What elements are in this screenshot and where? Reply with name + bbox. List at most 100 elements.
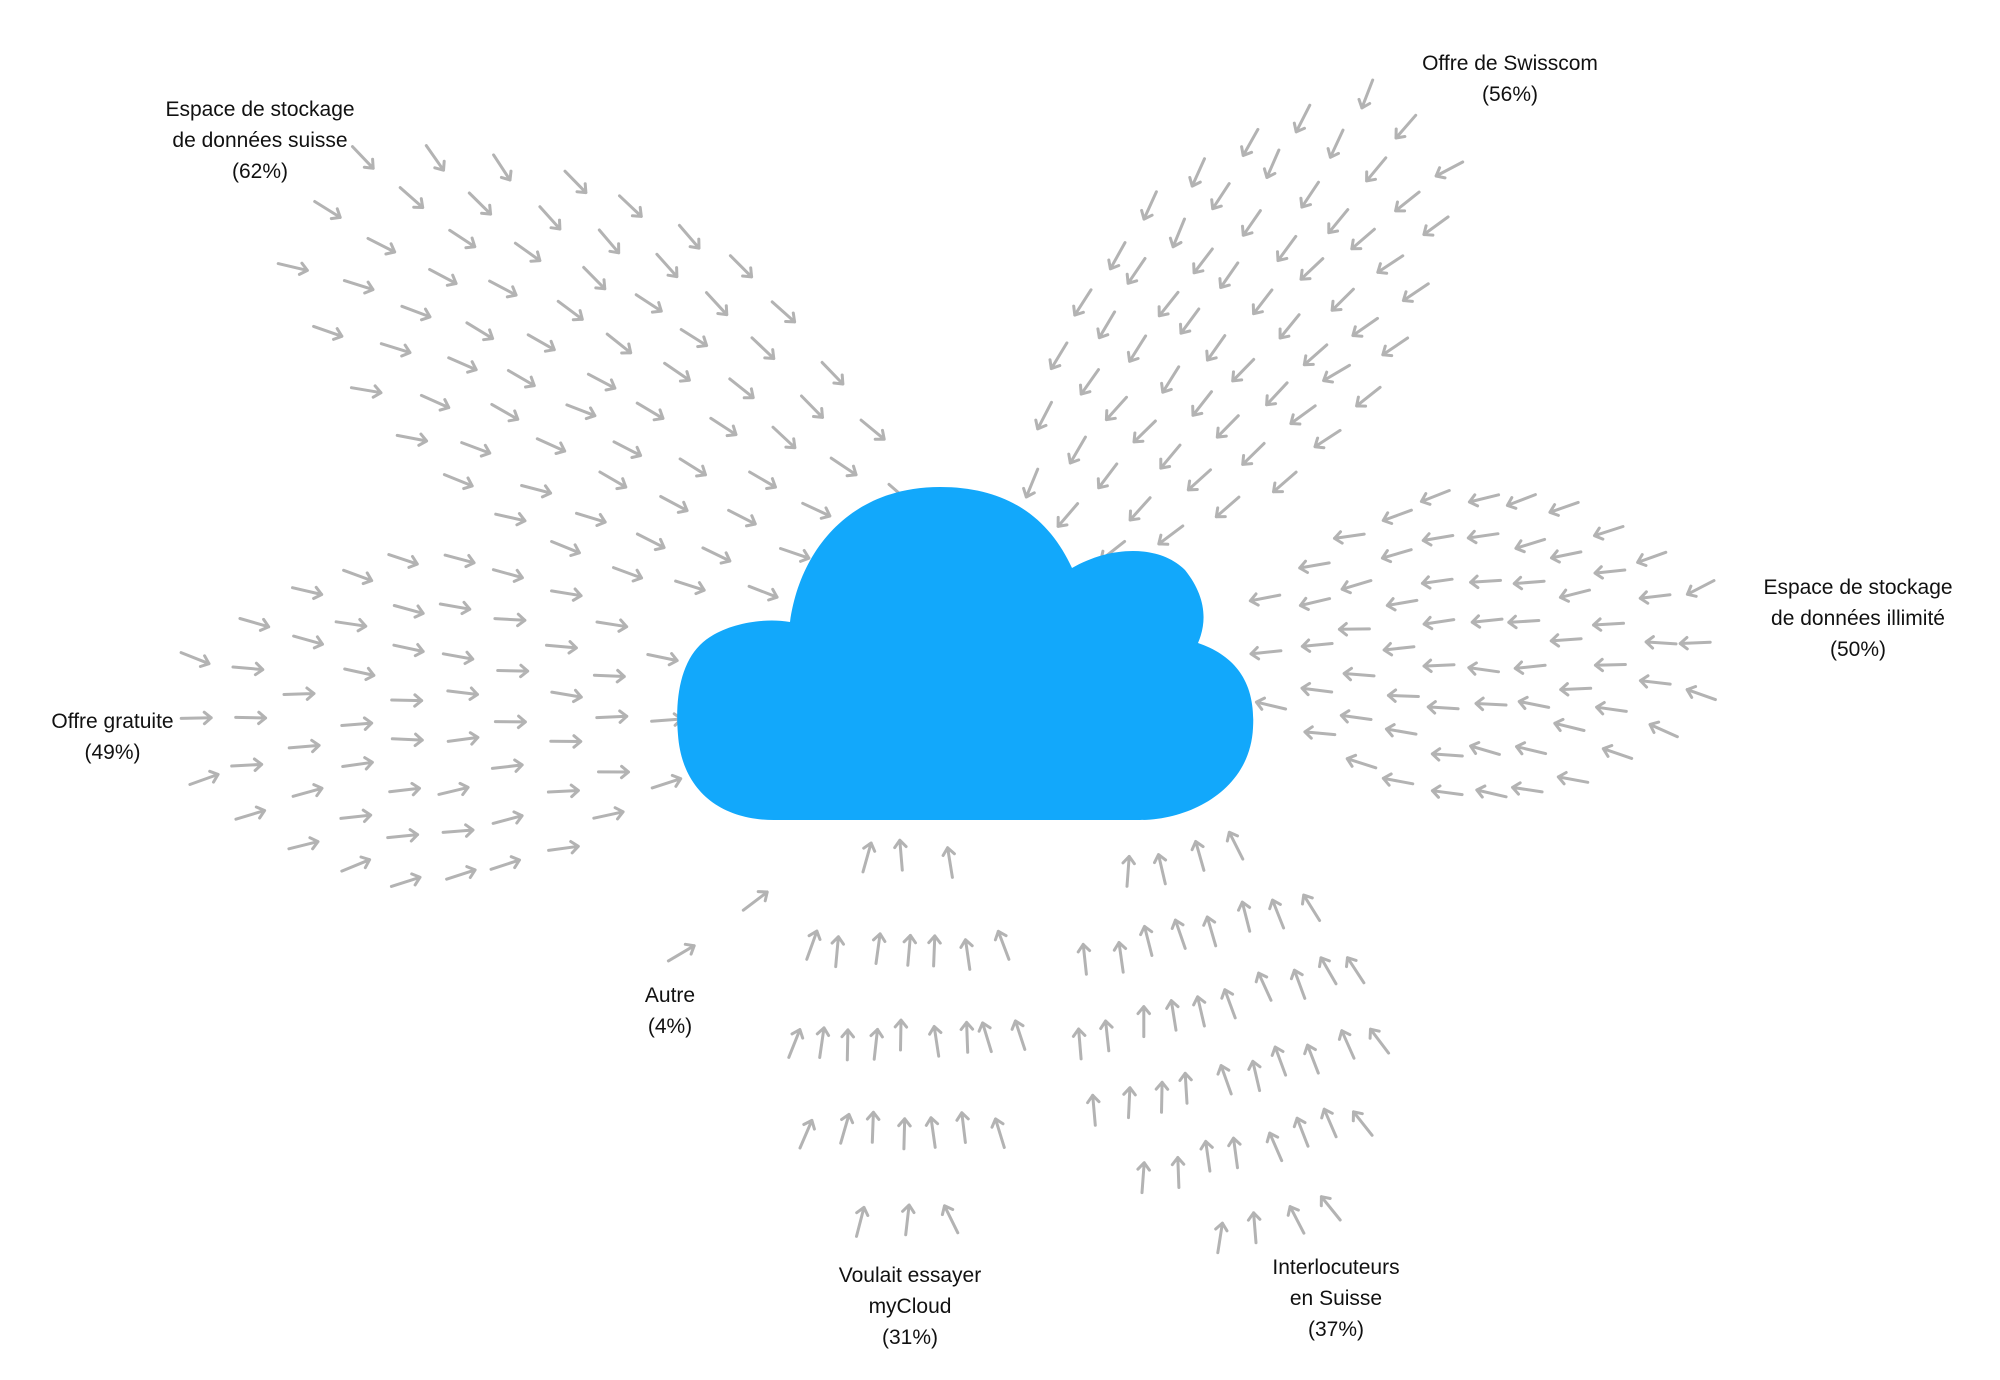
- arrow-icon: [546, 783, 580, 799]
- cloud-shape: [677, 487, 1254, 820]
- arrow-icon: [1289, 968, 1307, 1000]
- label-line: Offre de Swisscom: [1422, 52, 1598, 75]
- arrow-icon: [1139, 924, 1154, 957]
- arrow-icon: [678, 457, 707, 478]
- arrow-icon: [400, 304, 432, 322]
- arrow-icon: [526, 333, 556, 353]
- arrow-icon: [467, 191, 493, 216]
- arrow-icon: [1593, 565, 1627, 580]
- arrow-icon: [1385, 597, 1419, 612]
- arrow-icon: [1241, 441, 1266, 466]
- arrow-icon: [441, 823, 475, 838]
- arrow-icon: [1593, 525, 1625, 541]
- arrow-icon: [1386, 688, 1420, 703]
- arrow-icon: [1511, 781, 1544, 796]
- arrow-icon: [443, 553, 476, 569]
- arrow-icon: [1601, 744, 1634, 760]
- arrow-icon: [815, 1026, 831, 1059]
- arrow-icon: [1327, 208, 1350, 235]
- arrow-icon: [1168, 217, 1186, 249]
- arrow-icon: [1153, 853, 1168, 886]
- arrow-icon: [1165, 999, 1180, 1032]
- arrow-icon: [748, 470, 777, 490]
- arrow-icon: [1394, 190, 1421, 213]
- arrow-icon: [592, 806, 625, 821]
- arrow-icon: [1179, 307, 1201, 335]
- arrow-icon: [927, 934, 942, 968]
- arrow-icon: [1381, 336, 1410, 358]
- arrow-icon: [728, 377, 755, 400]
- arrow-icon: [1265, 1131, 1284, 1163]
- arrow-icon: [586, 372, 617, 392]
- arrow-icon: [901, 1203, 916, 1237]
- arrow-icon: [1298, 559, 1331, 574]
- arrow-icon: [728, 254, 754, 279]
- arrow-icon: [1644, 635, 1678, 650]
- label-contacts-switzerland: Interlocuteurs en Suisse (37%): [1196, 1252, 1476, 1345]
- arrow-icon: [928, 1025, 943, 1058]
- arrow-icon: [1154, 1080, 1170, 1114]
- arrow-icon: [1170, 918, 1187, 950]
- arrow-icon: [520, 484, 553, 499]
- cloud-icon: [677, 487, 1254, 820]
- arrow-icon: [1507, 614, 1541, 630]
- arrow-icon: [465, 321, 495, 342]
- arrow-icon: [1249, 646, 1283, 661]
- arrow-icon: [1299, 257, 1325, 281]
- arrow-icon: [959, 938, 974, 971]
- arrow-icon: [448, 228, 477, 250]
- arrow-icon: [549, 734, 583, 749]
- label-percent: (56%): [1481, 83, 1539, 106]
- arrow-icon: [655, 252, 679, 279]
- label-percent: (62%): [231, 160, 289, 183]
- arrow-icon: [1292, 103, 1312, 134]
- arrow-icon: [1318, 956, 1338, 986]
- arrow-icon: [1192, 995, 1207, 1028]
- arrow-icon: [1350, 227, 1376, 251]
- arrow-icon: [287, 836, 320, 851]
- arrow-icon: [1351, 1110, 1374, 1137]
- arrow-icon: [1157, 290, 1180, 318]
- arrow-icon: [798, 1118, 816, 1150]
- arrow-icon: [1254, 696, 1288, 711]
- arrow-icon: [392, 604, 425, 619]
- arrow-icon: [1272, 470, 1298, 494]
- arrow-icon: [366, 236, 397, 256]
- arrow-icon: [447, 356, 478, 374]
- arrow-icon: [351, 145, 375, 170]
- arrow-icon: [179, 651, 211, 668]
- arrow-icon: [565, 403, 597, 421]
- label-try-mycloud: Voulait essayer myCloud (31%): [770, 1260, 1050, 1353]
- arrow-icon: [1549, 633, 1583, 648]
- arrow-icon: [1170, 1156, 1186, 1189]
- arrow-icon: [1298, 596, 1332, 611]
- arrow-icon: [1365, 156, 1388, 183]
- arrow-icon: [489, 855, 521, 871]
- arrow-icon: [1514, 537, 1547, 554]
- arrow-icon: [1214, 1221, 1229, 1255]
- arrow-icon: [1210, 182, 1231, 211]
- arrow-icon: [1191, 390, 1213, 417]
- arrow-icon: [547, 840, 580, 855]
- label-percent: (31%): [881, 1326, 939, 1349]
- arrow-icon: [1345, 753, 1378, 770]
- arrow-icon: [550, 688, 583, 704]
- arrow-icon: [612, 440, 643, 459]
- arrow-icon: [705, 291, 729, 317]
- arrow-icon: [445, 865, 477, 881]
- arrow-icon: [1205, 334, 1227, 362]
- arrow-icon: [1355, 385, 1382, 408]
- arrow-icon: [1128, 496, 1152, 522]
- arrow-icon: [1558, 588, 1591, 603]
- arrow-icon: [1467, 493, 1501, 508]
- arrow-icon: [1010, 1019, 1027, 1051]
- arrow-icon: [556, 299, 584, 322]
- arrow-icon: [1160, 365, 1181, 394]
- arrow-icon: [1099, 1019, 1114, 1053]
- arrow-icon: [428, 267, 458, 287]
- arrow-icon: [897, 1117, 912, 1151]
- arrow-icon: [1178, 1071, 1193, 1105]
- arrow-icon: [1337, 622, 1371, 637]
- arrow-icon: [492, 153, 513, 182]
- label-swisscom-offer: Offre de Swisscom (56%): [1370, 48, 1650, 110]
